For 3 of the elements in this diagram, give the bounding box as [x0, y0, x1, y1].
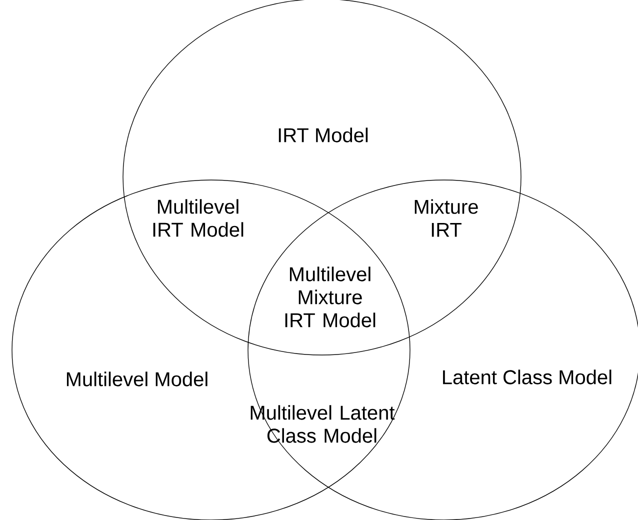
region-label: Multilevel Mixture IRT Model [285, 266, 376, 328]
region-label: Multilevel IRT Model [153, 199, 244, 237]
region-label: Mixture IRT [414, 199, 478, 237]
